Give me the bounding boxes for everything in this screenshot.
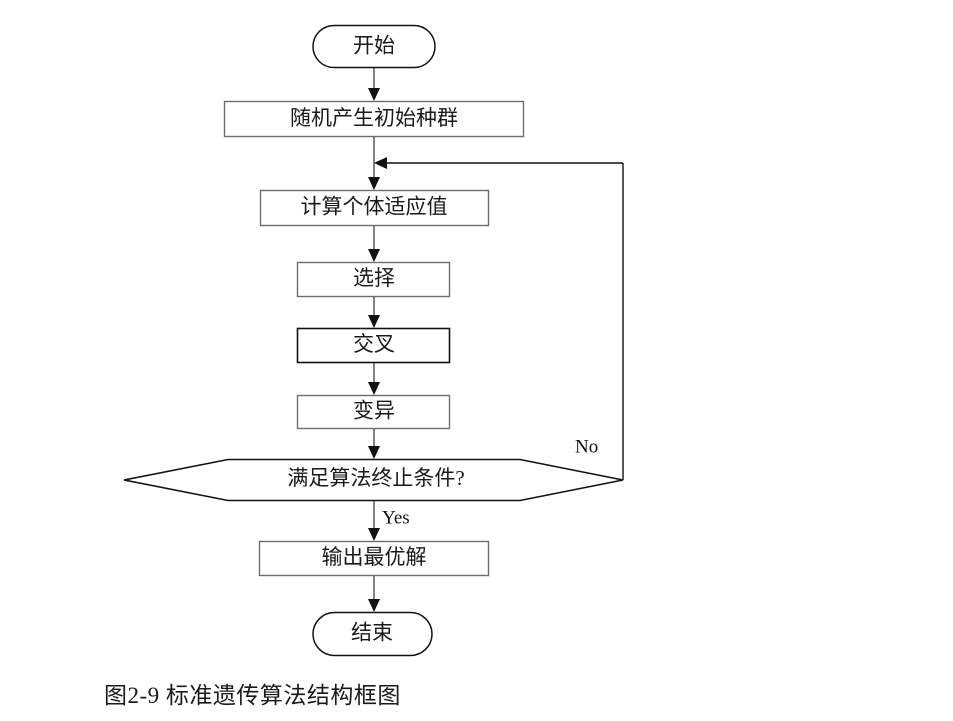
node-init-label: 随机产生初始种群 bbox=[290, 106, 458, 130]
node-init-population[interactable]: 随机产生初始种群 bbox=[223, 100, 525, 138]
edge-mutation-to-decision bbox=[368, 428, 380, 459]
node-end[interactable]: 结束 bbox=[312, 611, 433, 657]
node-fitness-label: 计算个体适应值 bbox=[301, 194, 448, 218]
node-compute-fitness[interactable]: 计算个体适应值 bbox=[259, 189, 490, 227]
node-selection[interactable]: 选择 bbox=[296, 261, 451, 298]
edge-crossover-to-mutation bbox=[368, 362, 380, 395]
figure-caption: 图2-9 标准遗传算法结构框图 bbox=[104, 683, 401, 708]
node-output-solution[interactable]: 输出最优解 bbox=[258, 540, 490, 577]
node-output-label: 输出最优解 bbox=[322, 545, 427, 569]
node-crossover[interactable]: 交叉 bbox=[296, 327, 451, 364]
edge-fitness-to-selection bbox=[368, 225, 380, 262]
node-mutation[interactable]: 变异 bbox=[296, 394, 451, 430]
edge-start-to-init bbox=[368, 68, 380, 101]
node-end-label: 结束 bbox=[351, 620, 393, 644]
edge-selection-to-crossover bbox=[368, 296, 380, 328]
edge-output-to-end bbox=[368, 575, 380, 612]
edge-label-yes: Yes bbox=[382, 507, 410, 528]
node-decision-termination[interactable]: 满足算法终止条件? bbox=[123, 458, 624, 502]
node-start[interactable]: 开始 bbox=[312, 24, 436, 69]
node-mutation-label: 变异 bbox=[353, 398, 395, 422]
edge-decision-to-output bbox=[368, 500, 380, 541]
edge-init-to-fitness bbox=[368, 136, 380, 190]
edge-label-no: No bbox=[575, 436, 598, 457]
node-start-label: 开始 bbox=[353, 33, 395, 57]
node-selection-label: 选择 bbox=[353, 266, 395, 290]
edge-decision-no-feedback bbox=[374, 157, 624, 480]
node-crossover-label: 交叉 bbox=[353, 332, 395, 356]
node-decision-label: 满足算法终止条件? bbox=[287, 466, 464, 490]
